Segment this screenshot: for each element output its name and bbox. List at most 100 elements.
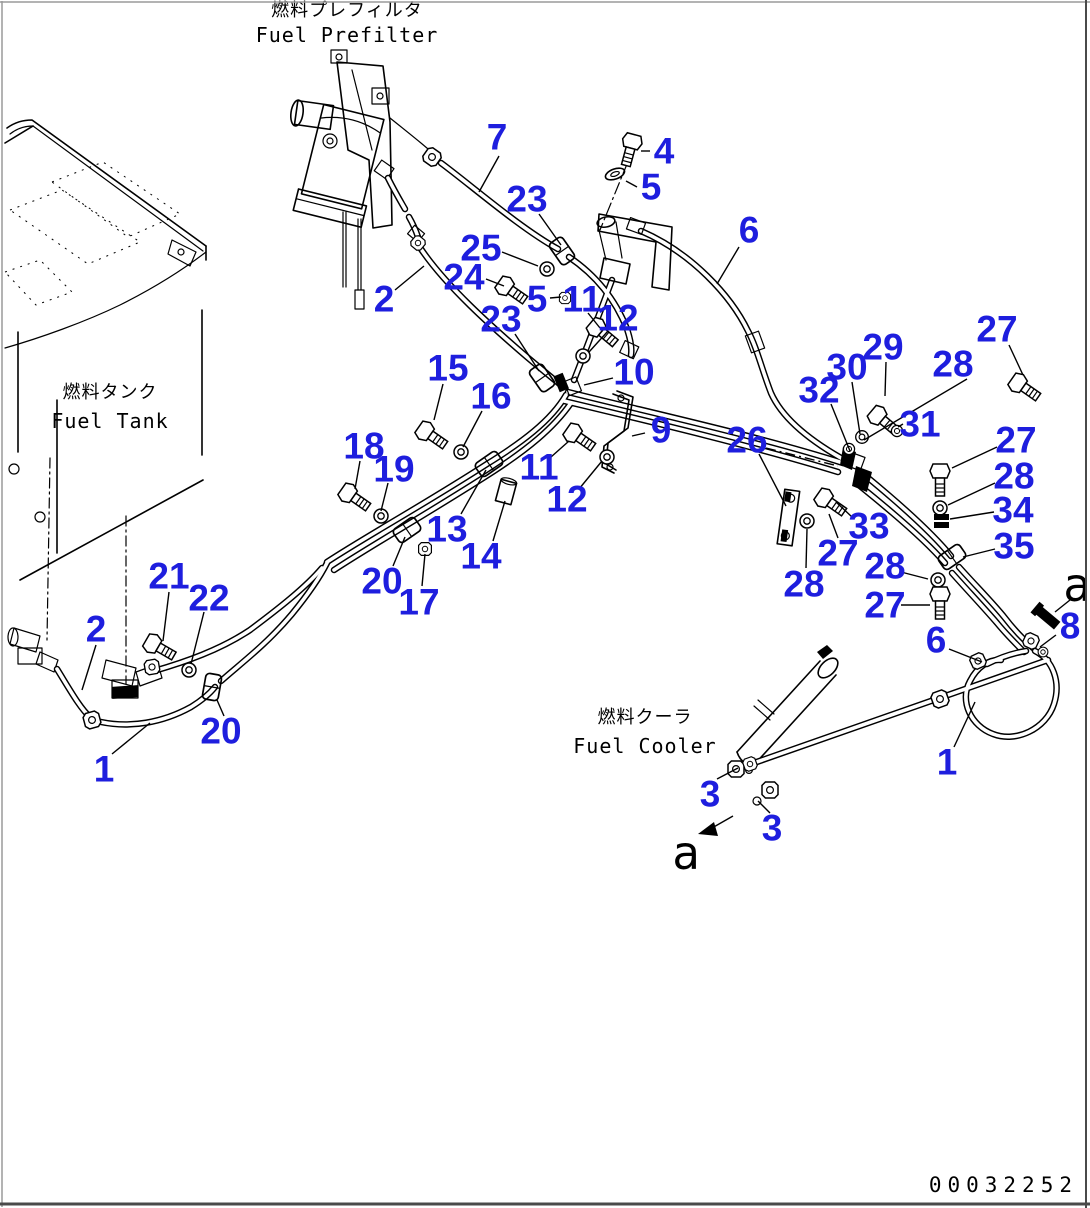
callout-number-17: 17: [398, 582, 439, 623]
washer-12: [575, 348, 591, 364]
label-fuel-prefilter-en: Fuel Prefilter: [256, 23, 439, 47]
callout-number-22: 22: [188, 578, 229, 619]
washer-28: [932, 500, 948, 516]
callout-leader: [216, 699, 225, 717]
plate-26: [776, 488, 801, 547]
callout-number-24: 24: [443, 257, 485, 298]
loop-elbow-fitting: [1020, 630, 1042, 652]
washer-19: [373, 508, 389, 524]
callout-leader: [863, 378, 968, 441]
callout-leader: [501, 251, 539, 267]
tank-tread-panel: [4, 259, 73, 306]
callout-number-5: 5: [641, 167, 662, 208]
callout-number-21: 21: [148, 556, 189, 597]
callout-number-3: 3: [762, 808, 783, 849]
bolt-4: [615, 131, 645, 169]
callout-number-2: 2: [374, 279, 395, 320]
callout-leader: [835, 501, 853, 518]
callout-number-26: 26: [726, 420, 767, 461]
bolt-11: [560, 419, 600, 457]
callout-number-31: 31: [899, 404, 940, 445]
view-marker-line: [711, 815, 734, 829]
view-marker-letter: a: [672, 826, 700, 880]
callout-number-1: 1: [937, 742, 958, 783]
fuel-prefilter-drawing: [289, 49, 440, 310]
callout-leader: [162, 591, 170, 642]
bolt-33: [811, 484, 851, 522]
callout-leader: [421, 553, 426, 587]
callout-number-18: 18: [343, 426, 384, 467]
callout-leader: [380, 482, 389, 512]
bolt-27: [929, 586, 951, 620]
text-labels: 燃料プレフィルタ Fuel Prefilter 燃料タンク Fuel Tank …: [51, 0, 1072, 1197]
callout-number-35: 35: [993, 526, 1034, 567]
callout-number-23: 23: [506, 179, 547, 220]
callout-number-6: 6: [739, 210, 760, 251]
callout-leader: [514, 333, 540, 372]
callout-leader: [949, 511, 995, 520]
tank-elbow-fitting: [7, 627, 59, 673]
hose-nut: [81, 709, 103, 731]
callout-number-13: 13: [426, 509, 467, 550]
callout-leader: [897, 423, 904, 428]
fuel-tube-assembly: [596, 131, 673, 291]
callout-number-19: 19: [373, 449, 414, 490]
bracket-9: [601, 390, 634, 474]
washer-30: [855, 430, 869, 444]
callout-number-2: 2: [86, 609, 107, 650]
label-fuel-tank-ja: 燃料タンク: [63, 382, 158, 403]
callout-leader: [478, 155, 500, 193]
callout-leader: [578, 460, 603, 490]
label-fuel-cooler-ja: 燃料クーラ: [598, 707, 693, 728]
loop-hoses: [747, 647, 1060, 768]
callout-leader: [716, 246, 740, 285]
callout-number-27: 27: [995, 420, 1036, 461]
callout-number-28: 28: [783, 564, 824, 605]
label-fuel-tank-en: Fuel Tank: [51, 409, 168, 433]
callout-number-29: 29: [862, 327, 903, 368]
callout-leader: [851, 381, 861, 435]
callout-leader: [190, 611, 205, 665]
bolt-27: [929, 463, 951, 497]
callout-number-33: 33: [848, 506, 889, 547]
callout-number-7: 7: [487, 117, 508, 158]
callout-number-27: 27: [976, 309, 1017, 350]
callout-number-9: 9: [651, 410, 672, 451]
callout-number-6: 6: [926, 620, 947, 661]
screw-8: [1030, 601, 1061, 630]
washer-28: [799, 513, 815, 529]
callout-number-5: 5: [527, 279, 548, 320]
callout-number-20: 20: [200, 711, 241, 752]
fuel-cooler-drawing: [727, 645, 839, 806]
callout-number-16: 16: [470, 376, 511, 417]
callout-leader: [953, 701, 976, 748]
junction-clamp-10: [553, 372, 583, 397]
view-arrow-head: [698, 822, 718, 836]
callout-leader: [392, 536, 406, 567]
callout-leader: [354, 460, 361, 490]
callout-number-1: 1: [94, 749, 115, 790]
tank-tread-panel: [8, 189, 142, 265]
fuel-hoses: [53, 159, 1037, 728]
callout-leader: [394, 265, 425, 291]
extra-leader-lines: [765, 447, 839, 467]
washer-16: [453, 444, 469, 460]
callout-number-12: 12: [597, 298, 638, 339]
callout-number-34: 34: [992, 490, 1034, 531]
callout-leader: [538, 213, 562, 246]
callout-leader: [900, 571, 929, 580]
label-fuel-prefilter-ja: 燃料プレフィルタ: [271, 0, 423, 21]
callout-leader: [625, 180, 638, 188]
callout-number-8: 8: [1060, 606, 1081, 647]
callout-leader: [588, 330, 609, 353]
callout-leader: [716, 767, 739, 780]
callout-number-11: 11: [519, 447, 558, 488]
callout-leader: [758, 453, 787, 507]
callout-number-3: 3: [700, 774, 721, 815]
callout-number-4: 4: [654, 131, 675, 172]
hardware: [81, 145, 1061, 773]
bolt-27: [1005, 369, 1045, 407]
